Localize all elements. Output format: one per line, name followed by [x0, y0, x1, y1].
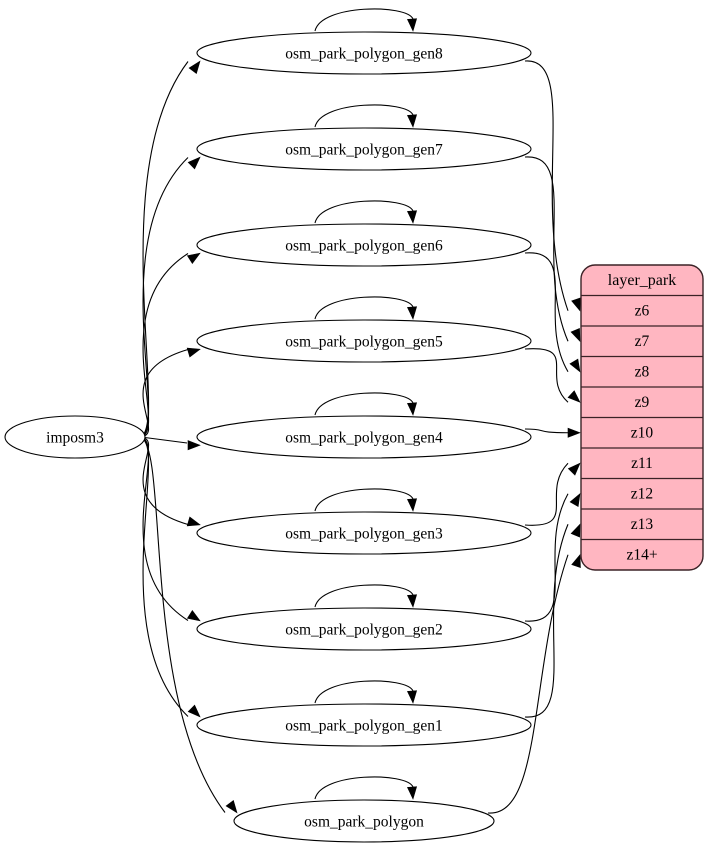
node-osm-park-polygon-gen2-label: osm_park_polygon_gen2: [285, 622, 443, 639]
edges-layer: [140, 8, 581, 814]
node-osm-park-polygon-gen2[interactable]: osm_park_polygon_gen2: [196, 607, 532, 651]
table-row-z14+: z14+: [626, 546, 657, 563]
node-osm-park-polygon-gen3[interactable]: osm_park_polygon_gen3: [196, 511, 532, 555]
self-loop-arrow: [406, 498, 418, 512]
edge-arrow: [187, 156, 201, 170]
edge-arrow: [570, 523, 581, 538]
table-row-z11: z11: [631, 455, 653, 472]
edge-arrow: [225, 799, 238, 814]
edge-osm-park-polygon-gen4-to-z10: [524, 428, 569, 434]
edge-arrow: [187, 704, 201, 718]
edge-arrow: [186, 252, 201, 265]
table-row-z6: z6: [635, 302, 650, 319]
edge-arrow: [186, 609, 201, 622]
self-loop-arrow: [406, 114, 418, 128]
edge-imposm3-to-osm-park-polygon: [140, 436, 226, 813]
self-loop-arrow: [406, 786, 418, 800]
node-osm-park-polygon-gen7-shape[interactable]: [196, 127, 532, 171]
node-osm-park-polygon-gen8-label: osm_park_polygon_gen8: [285, 46, 443, 63]
edge-imposm3-to-osm-park-polygon-gen6: [140, 253, 189, 438]
edge-arrow: [571, 297, 581, 312]
self-loop-osm-park-polygon-gen3: [314, 488, 414, 512]
node-osm-park-polygon-gen8[interactable]: osm_park_polygon_gen8: [196, 31, 532, 75]
node-osm-park-polygon[interactable]: osm_park_polygon: [233, 799, 495, 843]
node-osm-park-polygon-gen2-shape[interactable]: [196, 607, 532, 651]
edge-osm-park-polygon-gen3-to-z11: [524, 462, 569, 526]
edge-imposm3-to-osm-park-polygon-gen3: [140, 436, 189, 526]
table-layer: layer_park z6 z7 z8 z9 z10 z11 z12 z13 z14+: [580, 264, 704, 571]
self-loop-arrow: [406, 306, 418, 320]
edge-arrow: [186, 516, 201, 527]
table-row-z13: z13: [631, 516, 654, 533]
self-loop-osm-park-polygon-gen6: [314, 200, 414, 224]
self-loop-osm-park-polygon-gen4: [314, 392, 414, 416]
node-osm-park-polygon-label: osm_park_polygon: [304, 814, 424, 831]
edge-osm-park-polygon-gen2-to-z12: [524, 493, 569, 622]
edge-arrow: [567, 390, 581, 403]
self-loop-osm-park-polygon-gen8: [314, 8, 414, 32]
node-osm-park-polygon-gen3-label: osm_park_polygon_gen3: [285, 526, 443, 543]
table-row-z9: z9: [635, 394, 650, 411]
edge-arrow: [569, 493, 581, 507]
node-osm-park-polygon-gen4-shape[interactable]: [196, 415, 532, 459]
self-loop-arrow: [406, 690, 418, 704]
edge-imposm3-to-osm-park-polygon-gen5: [140, 348, 189, 438]
edge-imposm3-to-osm-park-polygon-gen4: [140, 436, 188, 444]
edge-osm-park-polygon-gen5-to-z9: [524, 348, 569, 403]
edge-arrow: [187, 440, 201, 451]
table-layer_park: layer_park z6 z7 z8 z9 z10 z11 z12 z13 z14+: [580, 264, 704, 571]
edge-osm-park-polygon-to-z14+: [487, 554, 569, 814]
node-osm-park-polygon-gen4-label: osm_park_polygon_gen4: [285, 430, 443, 447]
node-osm-park-polygon-gen3-shape[interactable]: [196, 511, 532, 555]
self-loop-arrow: [406, 210, 418, 224]
node-osm-park-polygon-gen1[interactable]: osm_park_polygon_gen1: [196, 703, 532, 747]
node-osm-park-polygon-gen8-shape[interactable]: [196, 31, 532, 75]
table-row-z8: z8: [635, 363, 650, 380]
edge-osm-park-polygon-gen7-to-z7: [524, 156, 569, 342]
edge-arrow: [567, 462, 581, 476]
edge-imposm3-to-osm-park-polygon-gen1: [140, 436, 189, 717]
nodes-layer: imposm3 osm_park_polygon_gen8 osm_park_pol…: [4, 31, 532, 843]
edge-arrow: [571, 553, 581, 569]
node-osm-park-polygon-gen5-label: osm_park_polygon_gen5: [285, 334, 443, 351]
table-row-z7: z7: [635, 333, 650, 350]
node-osm-park-polygon-gen7-label: osm_park_polygon_gen7: [285, 142, 443, 159]
self-loop-arrow: [406, 18, 418, 32]
self-loop-osm-park-polygon-gen5: [314, 296, 414, 320]
table-header-label: layer_park: [608, 272, 676, 289]
node-osm-park-polygon-gen6-shape[interactable]: [196, 223, 532, 267]
edge-arrow: [570, 327, 581, 343]
node-osm-park-polygon-gen1-label: osm_park_polygon_gen1: [285, 718, 443, 735]
node-osm-park-polygon-gen4[interactable]: osm_park_polygon_gen4: [196, 415, 532, 459]
node-osm-park-polygon-gen1-shape[interactable]: [196, 703, 532, 747]
edge-osm-park-polygon-gen6-to-z8: [524, 252, 569, 373]
self-loop-osm-park-polygon: [314, 776, 414, 800]
edge-arrow: [567, 427, 581, 438]
table-row-z10: z10: [631, 424, 654, 441]
node-osm-park-polygon-gen5-shape[interactable]: [196, 319, 532, 363]
self-loop-osm-park-polygon-gen1: [314, 680, 414, 704]
edge-imposm3-to-osm-park-polygon-gen8: [140, 61, 189, 438]
node-imposm3[interactable]: imposm3: [4, 415, 146, 459]
node-osm-park-polygon-shape[interactable]: [233, 799, 495, 843]
self-loop-osm-park-polygon-gen2: [314, 584, 414, 608]
edge-osm-park-polygon-gen8-to-z6: [524, 60, 569, 311]
table-row-z12: z12: [631, 485, 653, 502]
node-osm-park-polygon-gen7[interactable]: osm_park_polygon_gen7: [196, 127, 532, 171]
node-imposm3-shape[interactable]: [4, 415, 146, 459]
node-imposm3-label: imposm3: [46, 430, 104, 447]
edge-arrow: [188, 60, 201, 75]
self-loop-osm-park-polygon-gen7: [314, 104, 414, 128]
self-loop-arrow: [406, 594, 418, 608]
node-osm-park-polygon-gen6[interactable]: osm_park_polygon_gen6: [196, 223, 532, 267]
self-loop-arrow: [406, 402, 418, 416]
node-osm-park-polygon-gen5[interactable]: osm_park_polygon_gen5: [196, 319, 532, 363]
edge-imposm3-to-osm-park-polygon-gen7: [140, 157, 189, 438]
edge-arrow: [186, 347, 201, 358]
node-osm-park-polygon-gen6-label: osm_park_polygon_gen6: [285, 238, 443, 255]
edge-arrow: [569, 358, 581, 373]
edge-osm-park-polygon-gen1-to-z13: [524, 524, 569, 718]
